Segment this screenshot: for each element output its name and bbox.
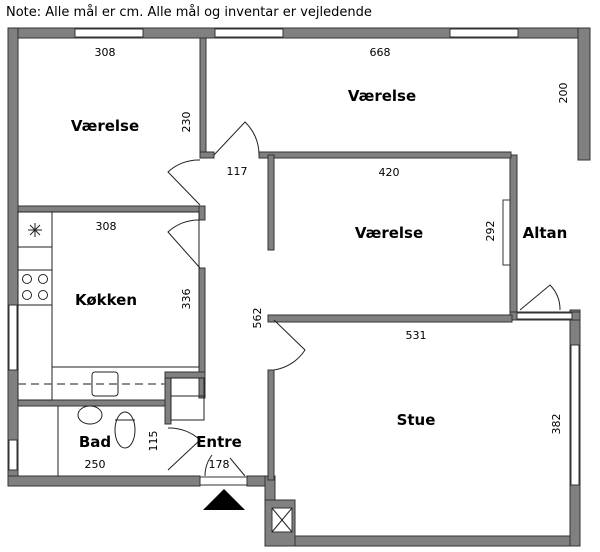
dim-entry-width: 178 bbox=[209, 458, 230, 471]
dim-kitchen-depth: 336 bbox=[180, 289, 193, 310]
dim-bedroom2-width: 668 bbox=[370, 46, 391, 59]
light-icon bbox=[28, 223, 42, 237]
dim-hallway-width: 117 bbox=[227, 165, 248, 178]
entrance-arrow-icon bbox=[203, 489, 245, 510]
room-label-bedroom2: Værelse bbox=[348, 87, 416, 105]
room-label-bedroom3: Værelse bbox=[355, 224, 423, 242]
fixtures bbox=[17, 211, 296, 547]
dim-bedroom1-width: 308 bbox=[95, 46, 116, 59]
dim-bath-width: 250 bbox=[85, 458, 106, 471]
dim-bath-depth: 115 bbox=[147, 431, 160, 452]
doors bbox=[167, 121, 561, 477]
dim-kitchen-width: 308 bbox=[96, 220, 117, 233]
dim-bedroom3-width: 420 bbox=[379, 166, 400, 179]
basin-icon bbox=[77, 405, 103, 425]
labels: Værelse 308 230 Værelse 668 200 Værelse … bbox=[71, 46, 570, 471]
stove-icon bbox=[22, 274, 48, 300]
dim-bedroom1-depth: 230 bbox=[180, 112, 193, 133]
dim-bedroom2-depth: 200 bbox=[557, 83, 570, 104]
dim-bedroom3-depth: 292 bbox=[484, 221, 497, 242]
toilet-icon bbox=[114, 411, 136, 449]
plan-note: Note: Alle mål er cm. Alle mål og invent… bbox=[6, 5, 372, 20]
dim-living-depth: 382 bbox=[550, 414, 563, 435]
dim-living-width: 531 bbox=[406, 329, 427, 342]
windows bbox=[8, 28, 580, 486]
dim-hallway-length: 562 bbox=[251, 308, 264, 329]
room-label-living: Stue bbox=[397, 411, 436, 429]
room-label-balcony: Altan bbox=[523, 224, 568, 242]
room-label-entry: Entre bbox=[196, 433, 242, 451]
room-label-bedroom1: Værelse bbox=[71, 117, 139, 135]
shaft-icon bbox=[264, 499, 296, 547]
sink-icon bbox=[91, 371, 119, 397]
room-label-kitchen: Køkken bbox=[75, 291, 137, 309]
room-label-bath: Bad bbox=[79, 433, 111, 451]
